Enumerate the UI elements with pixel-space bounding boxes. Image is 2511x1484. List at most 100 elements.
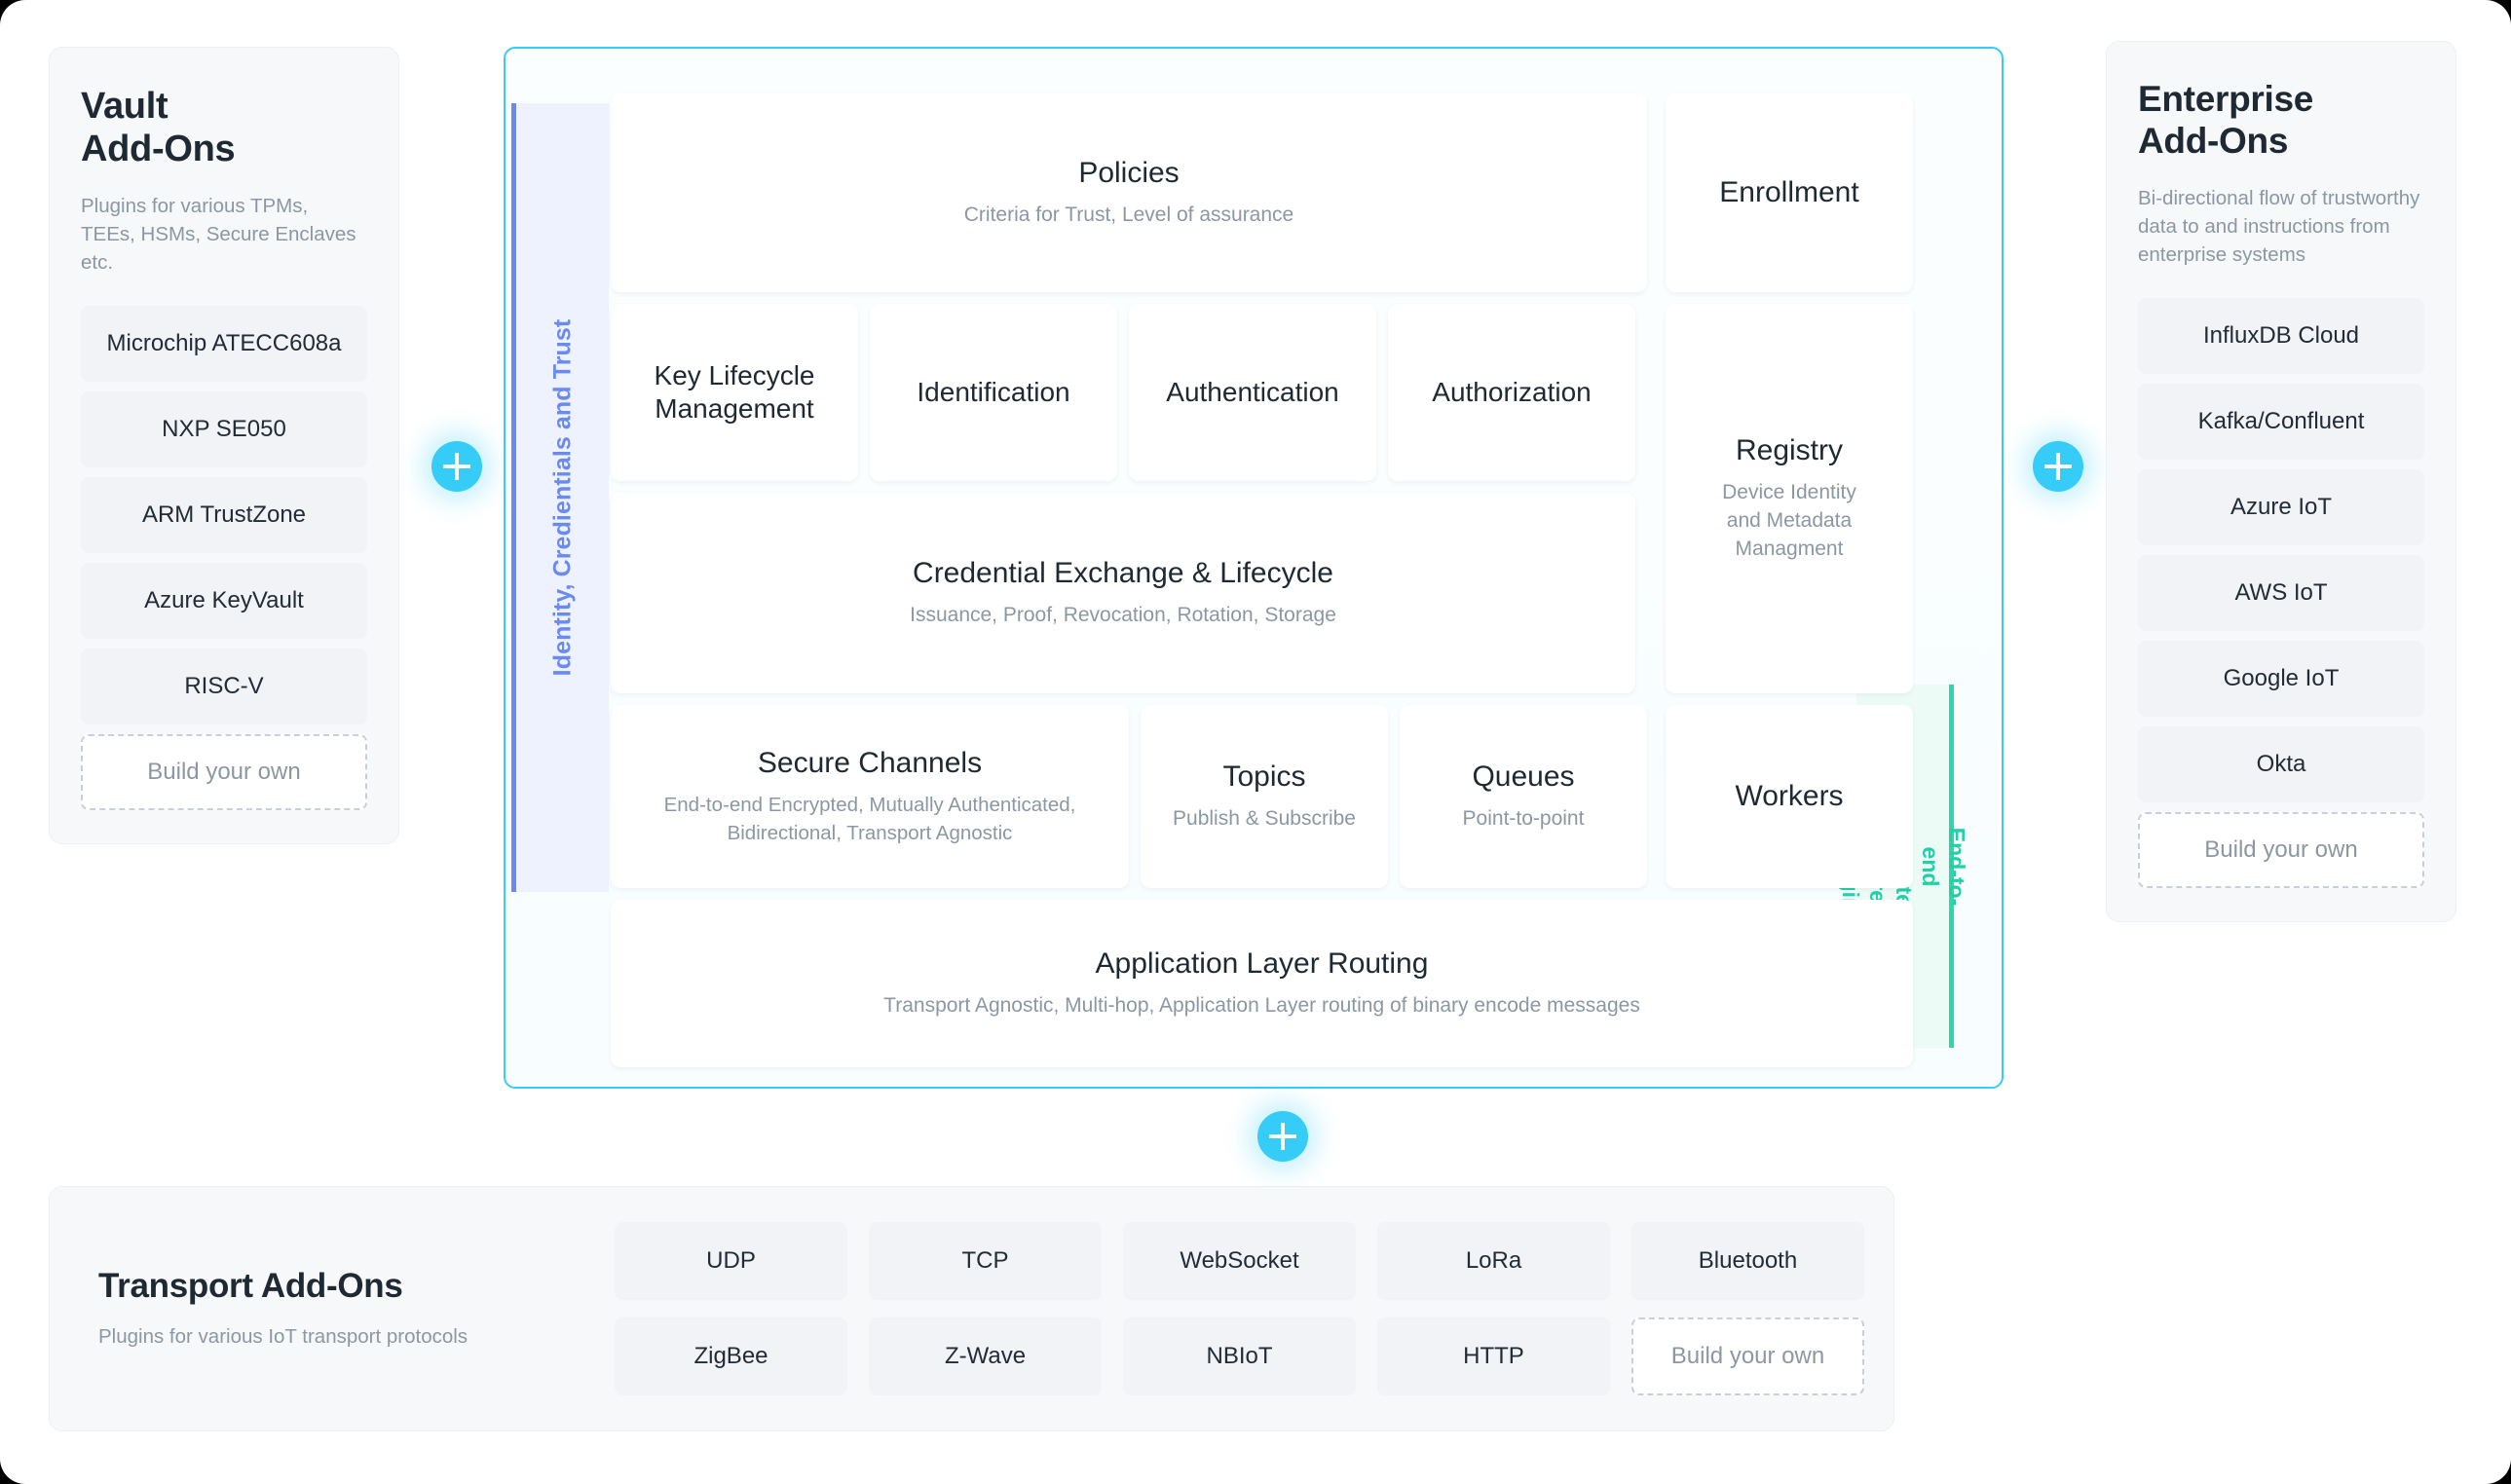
card-secure-channels-subtitle: End-to-end Encrypted, Mutually Authentic… xyxy=(663,794,1076,844)
add-enterprise-addon-button[interactable] xyxy=(2033,441,2083,492)
enterprise-addons-title: Enterprise Add-Ons xyxy=(2138,79,2314,161)
enterprise-addon-item-label: Google IoT xyxy=(2223,665,2340,692)
card-application-layer-routing-title: Application Layer Routing xyxy=(1095,947,1429,981)
card-authentication[interactable]: Authentication xyxy=(1129,304,1376,481)
vault-addons-panel: Vault Add-Ons Plugins for various TPMs, … xyxy=(49,47,399,845)
transport-addon-item-3[interactable]: LoRa xyxy=(1377,1222,1610,1300)
transport-addon-item-label: UDP xyxy=(706,1247,756,1274)
enterprise-addons-panel: Enterprise Add-Ons Bi-directional flow o… xyxy=(2106,41,2456,923)
card-policies[interactable]: Policies Criteria for Trust, Level of as… xyxy=(611,93,1647,292)
card-topics-subtitle: Publish & Subscribe xyxy=(1173,807,1356,831)
plus-icon-vertical xyxy=(455,453,459,480)
transport-addon-item-label: HTTP xyxy=(1463,1343,1524,1369)
plus-icon-vertical xyxy=(1281,1123,1285,1150)
vault-addon-item-3[interactable]: Azure KeyVault xyxy=(81,563,367,640)
enterprise-addon-item-4[interactable]: Google IoT xyxy=(2138,641,2424,718)
transport-addon-item-0[interactable]: UDP xyxy=(615,1222,847,1300)
card-policies-subtitle: Criteria for Trust, Level of assurance xyxy=(963,204,1294,227)
card-authorization-title: Authorization xyxy=(1432,377,1592,408)
transport-addon-item-label: TCP xyxy=(961,1247,1009,1274)
transport-addon-item-label: LoRa xyxy=(1465,1247,1522,1274)
card-queues[interactable]: Queues Point-to-point xyxy=(1400,705,1647,888)
enterprise-addon-item-label: Kafka/Confluent xyxy=(2197,408,2365,435)
enterprise-addon-item-2[interactable]: Azure IoT xyxy=(2138,469,2424,546)
transport-addon-item-5[interactable]: ZigBee xyxy=(615,1317,847,1395)
transport-addon-item-build-your-own[interactable]: Build your own xyxy=(1631,1317,1864,1395)
card-workers[interactable]: Workers xyxy=(1666,705,1913,888)
card-enrollment-title: Enrollment xyxy=(1719,176,1859,208)
card-identification[interactable]: Identification xyxy=(870,304,1117,481)
card-topics[interactable]: Topics Publish & Subscribe xyxy=(1141,705,1388,888)
enterprise-addon-item-label: Build your own xyxy=(2204,836,2358,864)
transport-addon-item-label: WebSocket xyxy=(1180,1247,1299,1274)
vault-addon-item-0[interactable]: Microchip ATECC608a xyxy=(81,306,367,383)
enterprise-addons-description: Bi-directional flow of trustworthy data … xyxy=(2138,186,2420,267)
card-credential-exchange-lifecycle-subtitle: Issuance, Proof, Revocation, Rotation, S… xyxy=(910,604,1336,627)
transport-addons-heading-block: Transport Add-Ons Plugins for various Io… xyxy=(98,1267,615,1351)
enterprise-addon-item-1[interactable]: Kafka/Confluent xyxy=(2138,384,2424,461)
card-application-layer-routing[interactable]: Application Layer Routing Transport Agno… xyxy=(611,900,1913,1067)
card-credential-exchange-lifecycle-title: Credential Exchange & Lifecycle xyxy=(913,557,1333,590)
transport-addons-description: Plugins for various IoT transport protoc… xyxy=(98,1324,468,1348)
vault-addon-item-4[interactable]: RISC-V xyxy=(81,649,367,725)
card-key-lifecycle-management[interactable]: Key Lifecycle Management xyxy=(611,304,858,481)
enterprise-addon-item-label: Okta xyxy=(2256,751,2306,778)
card-identification-title: Identification xyxy=(917,377,1070,408)
card-authentication-title: Authentication xyxy=(1166,377,1339,408)
card-application-layer-routing-subtitle: Transport Agnostic, Multi-hop, Applicati… xyxy=(883,994,1640,1018)
add-transport-addon-button[interactable] xyxy=(1257,1111,1308,1162)
enterprise-addon-item-0[interactable]: InfluxDB Cloud xyxy=(2138,298,2424,375)
add-vault-addon-button[interactable] xyxy=(431,441,482,492)
transport-addons-title: Transport Add-Ons xyxy=(98,1267,403,1306)
vault-addon-item-label: NXP SE050 xyxy=(162,416,286,443)
transport-addon-item-7[interactable]: NBIoT xyxy=(1123,1317,1356,1395)
plus-icon-vertical xyxy=(2056,453,2060,480)
transport-addons-panel: Transport Add-Ons Plugins for various Io… xyxy=(49,1186,1894,1431)
transport-addon-item-label: Build your own xyxy=(1670,1343,1825,1369)
card-credential-exchange-lifecycle[interactable]: Credential Exchange & Lifecycle Issuance… xyxy=(611,493,1635,693)
card-registry-title: Registry xyxy=(1735,434,1844,467)
core-architecture-panel: Identity, Credientials and Trust End-to-… xyxy=(504,47,2004,1089)
transport-addon-item-6[interactable]: Z-Wave xyxy=(869,1317,1102,1395)
enterprise-addon-item-5[interactable]: Okta xyxy=(2138,726,2424,803)
vault-addon-item-1[interactable]: NXP SE050 xyxy=(81,391,367,468)
transport-addon-item-1[interactable]: TCP xyxy=(869,1222,1102,1300)
card-enrollment[interactable]: Enrollment xyxy=(1666,93,1913,292)
card-topics-title: Topics xyxy=(1222,761,1306,794)
card-secure-channels-title: Secure Channels xyxy=(757,747,983,780)
transport-addon-item-label: ZigBee xyxy=(693,1343,768,1369)
vault-addon-item-label: ARM TrustZone xyxy=(141,501,307,529)
identity-rail-label: Identity, Credientials and Trust xyxy=(548,318,576,677)
enterprise-addon-item-3[interactable]: AWS IoT xyxy=(2138,555,2424,632)
vault-addon-item-label: Build your own xyxy=(147,759,301,786)
vault-addons-title: Vault Add-Ons xyxy=(81,86,236,170)
transport-addon-item-4[interactable]: Bluetooth xyxy=(1631,1222,1864,1300)
card-workers-title: Workers xyxy=(1735,780,1844,812)
enterprise-addon-item-label: InfluxDB Cloud xyxy=(2202,322,2360,350)
vault-addons-description: Plugins for various TPMs, TEEs, HSMs, Se… xyxy=(81,195,356,275)
transport-addon-item-label: Bluetooth xyxy=(1698,1247,1798,1274)
enterprise-addon-item-label: AWS IoT xyxy=(2234,579,2328,607)
card-key-lifecycle-management-title: Key Lifecycle Management xyxy=(654,360,815,424)
enterprise-addon-item-build-your-own[interactable]: Build your own xyxy=(2138,812,2424,889)
card-queues-subtitle: Point-to-point xyxy=(1462,807,1585,831)
identity-credentials-trust-rail: Identity, Credientials and Trust xyxy=(511,103,609,892)
card-queues-title: Queues xyxy=(1472,761,1575,794)
card-secure-channels[interactable]: Secure Channels End-to-end Encrypted, Mu… xyxy=(611,705,1129,888)
vault-addon-item-2[interactable]: ARM TrustZone xyxy=(81,477,367,554)
card-registry-subtitle: Device Identity and Metadata Managment xyxy=(1722,481,1856,560)
transport-addon-item-label: Z-Wave xyxy=(944,1343,1027,1369)
card-authorization[interactable]: Authorization xyxy=(1388,304,1635,481)
enterprise-addon-item-label: Azure IoT xyxy=(2230,494,2333,521)
vault-addon-item-build-your-own[interactable]: Build your own xyxy=(81,734,367,811)
transport-addon-item-8[interactable]: HTTP xyxy=(1377,1317,1610,1395)
card-registry[interactable]: Registry Device Identity and Metadata Ma… xyxy=(1666,304,1913,693)
vault-addon-item-label: Azure KeyVault xyxy=(144,587,304,614)
transport-addon-item-2[interactable]: WebSocket xyxy=(1123,1222,1356,1300)
card-policies-title: Policies xyxy=(1078,157,1180,190)
vault-addon-item-label: RISC-V xyxy=(184,673,264,700)
